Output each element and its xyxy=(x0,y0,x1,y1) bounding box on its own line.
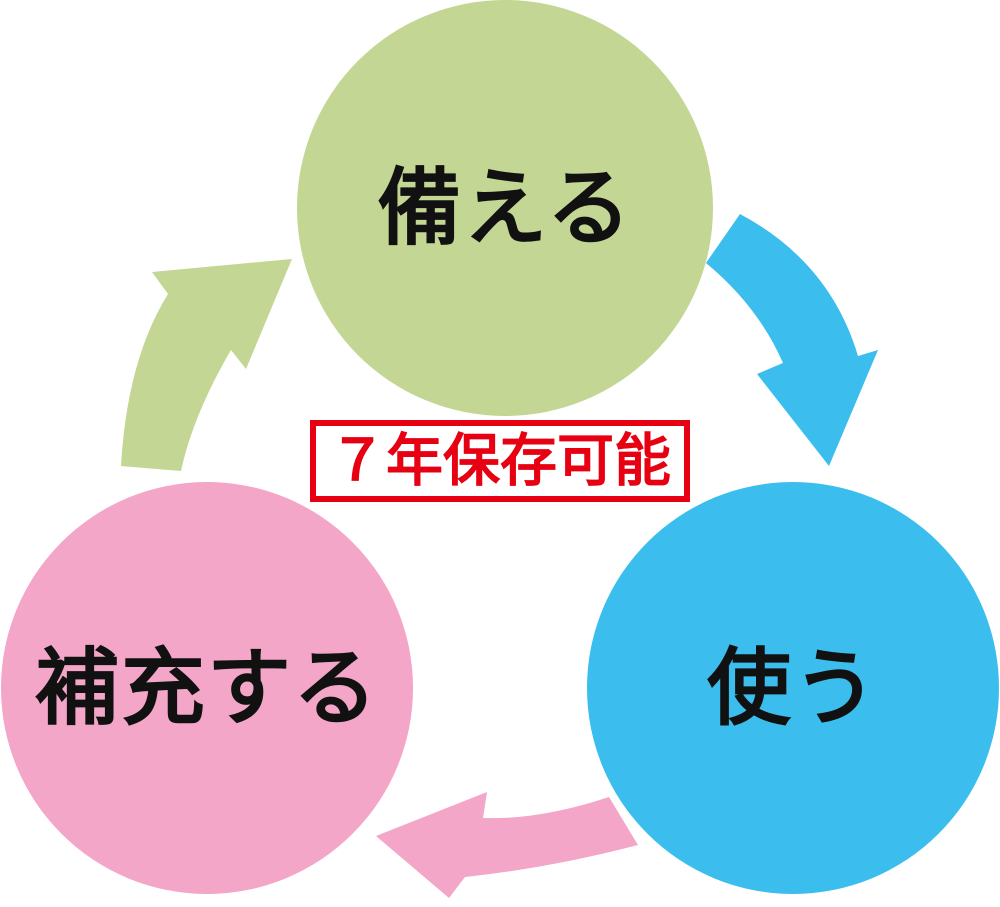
arrow-prepare-to-use-icon xyxy=(706,214,878,466)
storage-duration-text: ７年保存可能 xyxy=(329,428,671,493)
node-use-label: 使う xyxy=(706,641,879,735)
storage-duration-badge: ７年保存可能 xyxy=(310,420,690,502)
node-replenish-label: 補充する xyxy=(34,641,379,735)
arrow-use-to-replenish-icon xyxy=(376,792,638,898)
arrow-replenish-to-prepare-icon xyxy=(121,259,292,471)
node-use: 使う xyxy=(587,482,999,894)
node-replenish: 補充する xyxy=(1,482,413,894)
node-prepare: 備える xyxy=(297,0,713,416)
node-prepare-label: 備える xyxy=(377,161,633,255)
